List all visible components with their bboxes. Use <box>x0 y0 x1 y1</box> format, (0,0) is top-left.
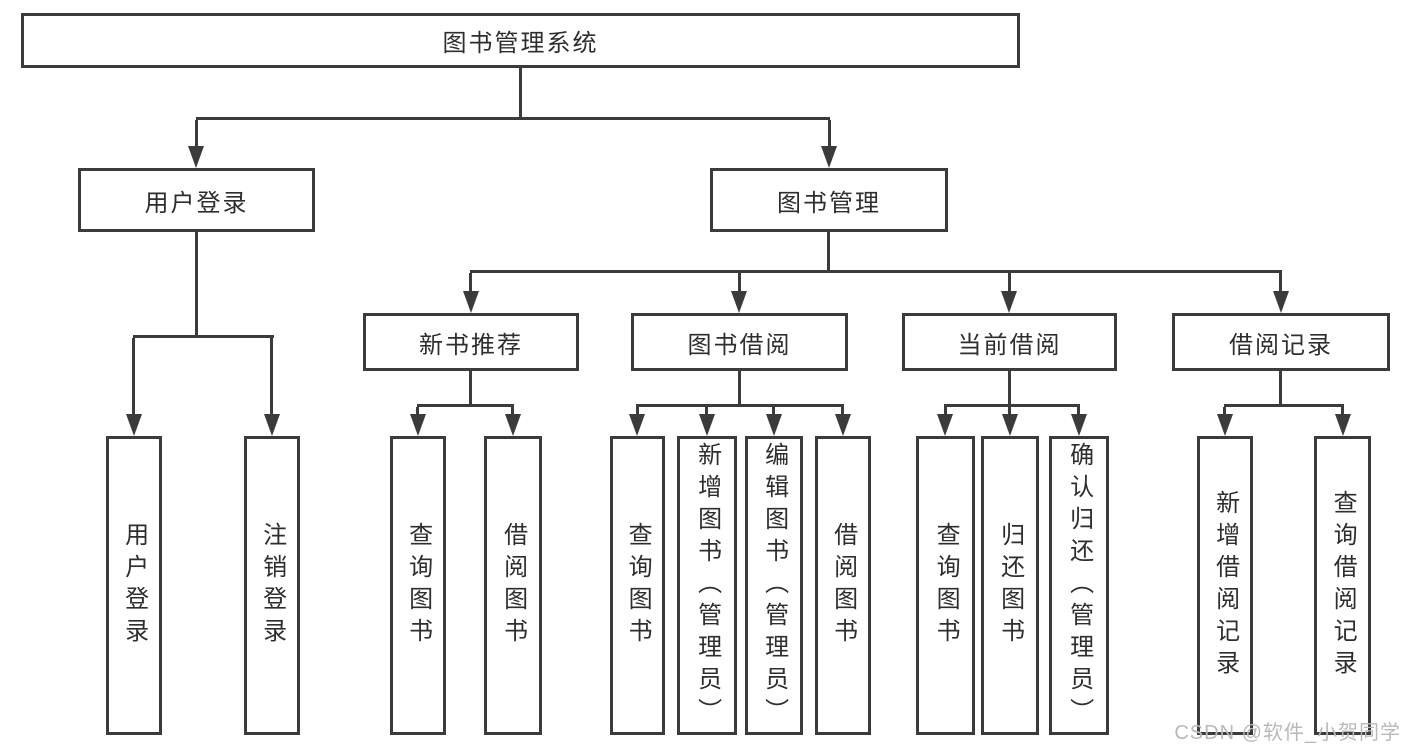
connector-line <box>469 371 472 407</box>
connector-line <box>1008 273 1011 292</box>
arrowhead-down-icon <box>126 414 142 436</box>
node-label: 图书借阅 <box>687 331 792 359</box>
leaf-query-books-recommend: 查询图书 <box>390 436 446 735</box>
arrowhead-down-icon <box>1002 414 1018 436</box>
leaf-label: 编辑图书（管理员） <box>760 441 788 730</box>
leaf-return-book: 归还图书 <box>981 436 1039 735</box>
leaf-label: 借阅图书 <box>499 521 527 650</box>
arrowhead-down-icon <box>188 146 204 168</box>
connector-line <box>511 407 514 416</box>
node-label: 新书推荐 <box>419 331 523 359</box>
leaf-logout: 注销登录 <box>244 436 300 735</box>
connector-line <box>1341 407 1344 416</box>
node-book-borrowing: 图书借阅 <box>631 313 848 371</box>
connector-line <box>841 407 844 416</box>
connector-line <box>636 404 844 407</box>
node-book-management: 图书管理 <box>710 168 948 232</box>
connector-line <box>738 371 741 407</box>
node-label: 当前借阅 <box>957 331 1062 359</box>
connector-line <box>772 407 775 416</box>
arrowhead-down-icon <box>731 291 747 313</box>
leaf-label: 查询图书 <box>932 521 960 650</box>
connector-line <box>270 338 273 414</box>
leaf-query-books-current: 查询图书 <box>916 436 975 735</box>
connector-line <box>636 407 639 416</box>
connector-line <box>1223 407 1226 416</box>
node-label: 用户登录 <box>144 189 249 217</box>
leaf-label: 用户登录 <box>120 521 148 650</box>
leaf-add-book-admin: 新增图书（管理员） <box>677 436 737 735</box>
arrowhead-down-icon <box>699 414 715 436</box>
leaf-query-books-borrowing: 查询图书 <box>610 436 665 735</box>
leaf-label: 归还图书 <box>996 521 1024 650</box>
leaf-user-login: 用户登录 <box>106 436 162 735</box>
connector-line <box>195 120 198 146</box>
node-new-book-recommendation: 新书推荐 <box>363 313 579 371</box>
connector-line <box>133 335 274 338</box>
leaf-label: 确认归还（管理员） <box>1065 441 1093 730</box>
arrowhead-down-icon <box>1217 414 1233 436</box>
connector-line <box>416 407 419 416</box>
arrowhead-down-icon <box>463 291 479 313</box>
connector-line <box>1279 371 1282 407</box>
leaf-edit-book-admin: 编辑图书（管理员） <box>745 436 803 735</box>
arrowhead-down-icon <box>1335 414 1351 436</box>
connector-line <box>469 273 472 292</box>
leaf-label: 新增图书（管理员） <box>693 441 721 730</box>
connector-line <box>944 404 1080 407</box>
connector-line <box>944 407 947 416</box>
leaf-label: 查询图书 <box>624 521 652 650</box>
connector-line <box>827 232 830 273</box>
connector-line <box>705 407 708 416</box>
connector-line <box>470 270 1282 273</box>
connector-line <box>1077 407 1080 416</box>
connector-line <box>1224 404 1344 407</box>
connector-line <box>1008 407 1011 416</box>
arrowhead-down-icon <box>937 414 953 436</box>
connector-line <box>417 404 514 407</box>
leaf-label: 借阅图书 <box>829 521 857 650</box>
node-current-borrowing: 当前借阅 <box>902 313 1117 371</box>
leaf-borrow-books-recommend: 借阅图书 <box>484 436 542 735</box>
arrowhead-down-icon <box>821 146 837 168</box>
node-label: 借阅记录 <box>1229 331 1333 359</box>
arrowhead-down-icon <box>505 414 521 436</box>
connector-line <box>519 66 522 119</box>
node-borrowing-records: 借阅记录 <box>1172 313 1390 371</box>
node-label: 图书管理 <box>777 189 881 217</box>
connector-line <box>196 117 830 120</box>
node-user-login: 用户登录 <box>78 168 315 232</box>
connector-line <box>738 273 741 292</box>
leaf-add-borrow-record: 新增借阅记录 <box>1197 436 1253 735</box>
leaf-label: 注销登录 <box>258 521 286 650</box>
connector-line <box>1008 371 1011 407</box>
arrowhead-down-icon <box>1071 414 1087 436</box>
arrowhead-down-icon <box>629 414 645 436</box>
arrowhead-down-icon <box>766 414 782 436</box>
csdn-watermark: CSDN @软件_小贺同学 <box>1174 722 1401 744</box>
connector-line <box>132 338 135 414</box>
leaf-label: 查询图书 <box>404 521 432 650</box>
arrowhead-down-icon <box>410 414 426 436</box>
arrowhead-down-icon <box>264 414 280 436</box>
leaf-query-borrow-record: 查询借阅记录 <box>1314 436 1371 735</box>
connector-line <box>195 232 198 338</box>
leaf-borrow-books-borrowing: 借阅图书 <box>815 436 871 735</box>
leaf-confirm-return-admin: 确认归还（管理员） <box>1049 436 1109 735</box>
connector-line <box>828 120 831 146</box>
arrowhead-down-icon <box>835 414 851 436</box>
leaf-label: 新增借阅记录 <box>1211 489 1239 682</box>
node-library-management-system: 图书管理系统 <box>21 13 1020 68</box>
node-label: 图书管理系统 <box>442 30 599 57</box>
arrowhead-down-icon <box>1273 291 1289 313</box>
connector-line <box>1279 273 1282 292</box>
arrowhead-down-icon <box>1001 291 1017 313</box>
leaf-label: 查询借阅记录 <box>1329 489 1357 682</box>
